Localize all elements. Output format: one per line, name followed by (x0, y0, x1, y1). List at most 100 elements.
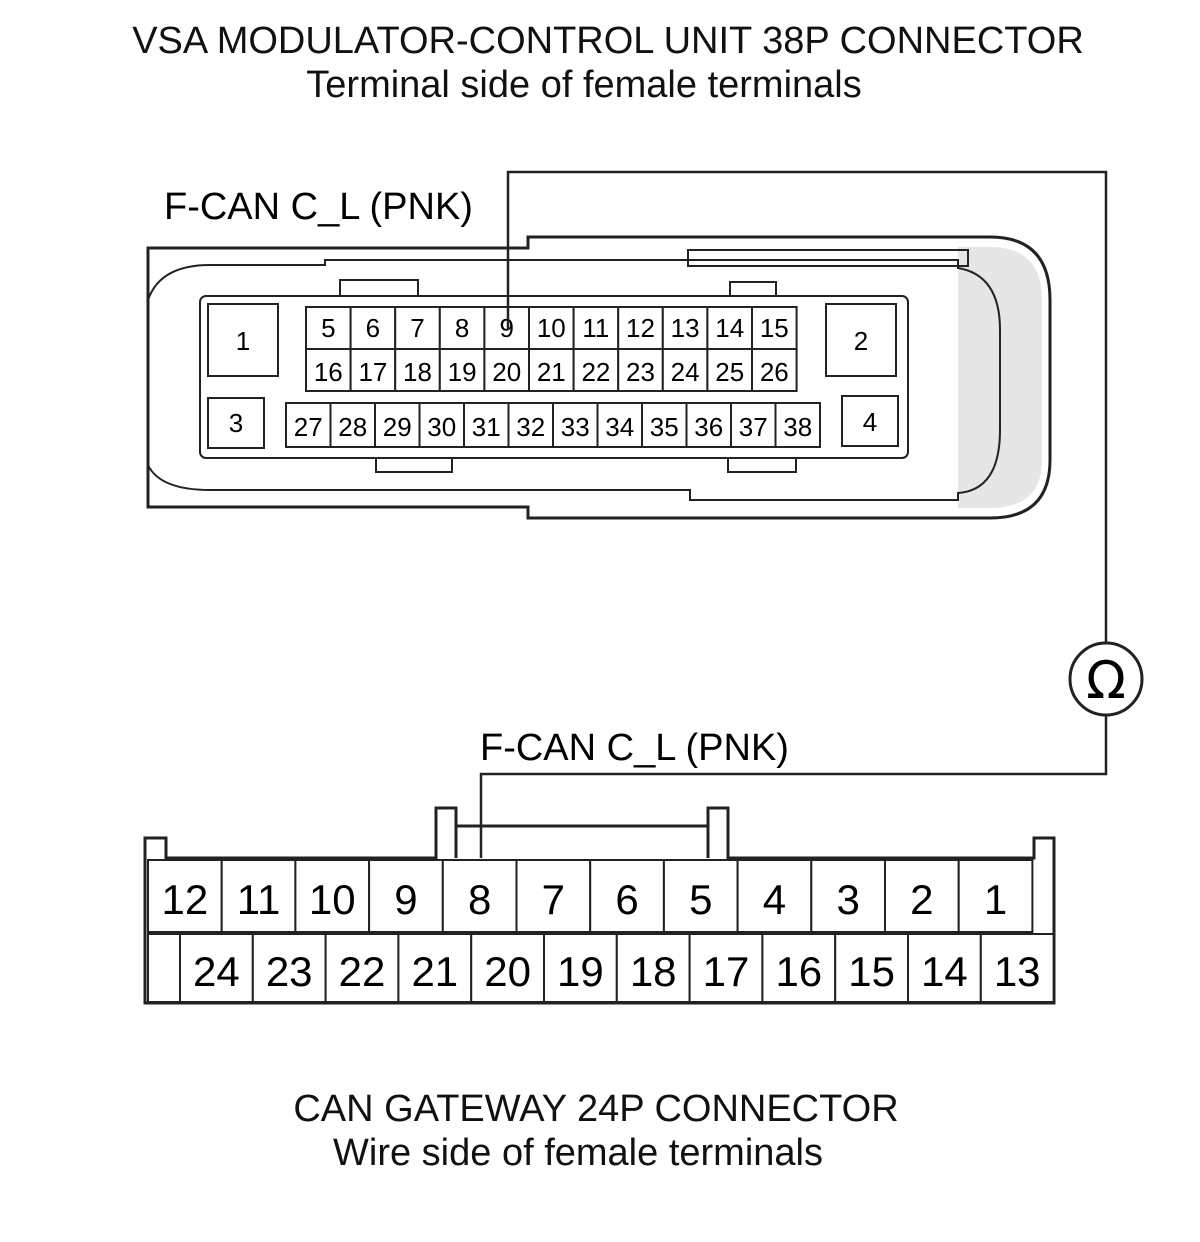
pin-cell (662, 859, 739, 933)
pin-label: 38 (783, 412, 812, 442)
ohm-symbol-icon: Ω (1086, 651, 1126, 711)
pin-label: 3 (836, 876, 859, 923)
pin-label: 9 (499, 313, 513, 343)
pin-label: 5 (321, 313, 335, 343)
lead-to-24p-pin8 (479, 714, 1108, 858)
pin-cell (397, 933, 473, 1003)
ohm-meter-circle (1068, 641, 1144, 717)
pin-cell (589, 859, 665, 933)
pin-cell (761, 933, 837, 1003)
pin-cell (528, 348, 575, 392)
pin-label: 15 (760, 313, 789, 343)
bottom-wire-label: F-CAN C_L (PNK) (480, 727, 789, 769)
pin-label: 7 (410, 313, 424, 343)
pin-cell (515, 859, 592, 933)
pin-label: 20 (492, 357, 521, 387)
pin-label: 19 (557, 948, 604, 995)
blank-cell (147, 933, 181, 1003)
pin-label: 21 (411, 948, 458, 995)
connector-24p-housing (143, 806, 1056, 1005)
pin-label: 28 (338, 412, 367, 442)
pin-cell (441, 859, 518, 933)
pin-label: 17 (358, 357, 387, 387)
pin-label: 4 (763, 876, 786, 923)
pin-cell (751, 348, 798, 392)
pin-label: 25 (715, 357, 744, 387)
pin-label: 36 (694, 412, 723, 442)
pin-cell (596, 402, 643, 448)
pin-cell (774, 402, 821, 448)
pin-cell (470, 933, 546, 1003)
pin-label: 13 (671, 313, 700, 343)
pin-label: 1 (984, 876, 1007, 923)
pin-cell (349, 348, 397, 392)
pin-cell (706, 348, 754, 392)
pin-label: 16 (314, 357, 343, 387)
pin-cell (688, 933, 764, 1003)
pin-label: 16 (775, 948, 822, 995)
pin-38p-3: 3 (229, 408, 243, 438)
pin-label: 29 (383, 412, 412, 442)
pin-cell (251, 933, 327, 1003)
pin-cell (418, 402, 465, 448)
pin-cell (329, 402, 376, 448)
top-connector-subtitle: Terminal side of female terminals (306, 64, 862, 106)
bottom-connector-title: CAN GATEWAY 24P CONNECTOR (293, 1088, 899, 1130)
pin-cell (483, 348, 530, 392)
pin-38p-1: 1 (236, 326, 250, 356)
pin-cell (979, 933, 1055, 1003)
pin-label: 13 (994, 948, 1041, 995)
pin-cell (374, 402, 421, 448)
pin-label: 18 (630, 948, 677, 995)
pin-cell (147, 859, 223, 933)
pin-cell (394, 348, 441, 392)
top-connector-title: VSA MODULATOR-CONTROL UNIT 38P CONNECTOR (132, 20, 1084, 62)
connector-38p-housing (146, 235, 1052, 520)
ohmmeter: Ω (1068, 641, 1144, 717)
pin-cell (349, 306, 397, 350)
pin-label: 6 (615, 876, 638, 923)
pin-label: 32 (516, 412, 545, 442)
pin-cell (957, 859, 1034, 933)
pin-cell (736, 859, 813, 933)
pin-cell (528, 306, 575, 350)
lead-to-38p-pin20 (506, 170, 1108, 644)
pin-label: 31 (472, 412, 501, 442)
pin-label: 26 (760, 357, 789, 387)
pin-label: 14 (921, 948, 968, 995)
pin-label: 10 (537, 313, 566, 343)
pin-38p-4: 4 (863, 407, 877, 437)
pin-label: 12 (161, 876, 208, 923)
pin-label: 6 (366, 313, 380, 343)
pin-label: 22 (581, 357, 610, 387)
pin-label: 34 (605, 412, 634, 442)
pin-label: 7 (542, 876, 565, 923)
pin-label: 20 (484, 948, 531, 995)
pin-label: 5 (689, 876, 712, 923)
pin-cell (220, 859, 297, 933)
pin-cell (305, 306, 352, 350)
pin-cell (834, 933, 910, 1003)
pin-label: 8 (468, 876, 491, 923)
pin-label: 19 (448, 357, 477, 387)
pin-label: 23 (626, 357, 655, 387)
pin-label: 17 (703, 948, 750, 995)
pin-cell (285, 402, 332, 448)
pin-cell (394, 306, 441, 350)
pin-cell (751, 306, 798, 350)
pin-label: 24 (671, 357, 700, 387)
pin-label: 30 (427, 412, 456, 442)
pin-label: 37 (739, 412, 768, 442)
pin-label: 11 (237, 876, 281, 923)
pin-cell (305, 348, 352, 392)
pin-label: 18 (403, 357, 432, 387)
pin-cell (572, 306, 620, 350)
pin-label: 24 (193, 948, 240, 995)
pin-cell (438, 306, 486, 350)
pin-label: 23 (266, 948, 313, 995)
pin-label: 21 (537, 357, 566, 387)
pin-label: 10 (309, 876, 356, 923)
pin-cell (810, 859, 886, 933)
